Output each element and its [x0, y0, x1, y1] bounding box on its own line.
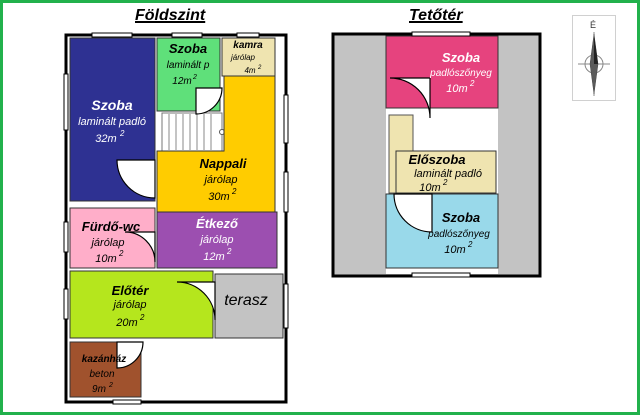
room-attic-szoba-top — [385, 35, 499, 109]
room-area: 12m — [203, 251, 224, 263]
room-floor: járólap — [111, 299, 146, 311]
room-floor: padlószőnyeg — [429, 68, 492, 79]
room-area: 10m — [444, 244, 465, 256]
room-name: Előtér — [112, 283, 150, 298]
room-area: 4m — [244, 66, 255, 75]
room-name: Előszoba — [408, 152, 465, 167]
north-label: É — [590, 20, 596, 30]
door-swing — [389, 77, 431, 119]
room-floor: beton — [89, 369, 114, 380]
stair-steps-ground — [168, 114, 212, 150]
area-unit-sup: 2 — [139, 313, 145, 322]
room-name: Fürdő-wc — [82, 219, 141, 234]
staircase-ground — [161, 112, 223, 152]
windows-ground — [63, 32, 289, 405]
room-floor: járólap — [230, 53, 256, 62]
area-unit-sup: 2 — [442, 178, 448, 187]
room-name: Szoba — [442, 50, 480, 65]
area-unit-sup: 2 — [119, 129, 125, 138]
room-floor: padlószőnyeg — [427, 229, 490, 240]
area-unit-sup: 2 — [257, 65, 262, 71]
room-area: 10m — [419, 182, 440, 194]
door-swing — [116, 341, 144, 369]
room-name: Szoba — [169, 41, 207, 56]
area-unit-sup: 2 — [118, 249, 124, 258]
door-swing — [116, 159, 156, 199]
door-swing — [195, 87, 223, 115]
room-area: 12m — [172, 76, 191, 87]
room-name: Nappali — [200, 156, 247, 171]
area-unit-sup: 2 — [226, 247, 232, 256]
door-swing — [176, 281, 216, 321]
compass-icon: É — [578, 20, 610, 96]
area-unit-sup: 2 — [467, 240, 473, 249]
room-floor: laminált p — [167, 60, 210, 71]
compass-rose: É — [572, 15, 616, 101]
room-attic-eloszoba — [395, 150, 497, 194]
room-name: kazánház — [82, 354, 126, 365]
room-name: Étkező — [196, 216, 239, 231]
terrace — [214, 273, 284, 339]
room-area: 20m — [115, 317, 137, 329]
room-name: Szoba — [91, 97, 132, 113]
area-unit-sup: 2 — [231, 187, 237, 196]
room-etkezo — [156, 211, 278, 269]
room-floor: járólap — [202, 174, 237, 186]
room-floor: járólap — [198, 234, 233, 246]
room-area: 10m — [95, 253, 116, 265]
room-area: 10m — [446, 83, 467, 95]
room-name: terasz — [224, 292, 268, 309]
room-area: 30m — [208, 191, 229, 203]
door-swing — [124, 231, 156, 263]
room-area: 32m — [95, 133, 116, 145]
area-unit-sup: 2 — [469, 79, 475, 88]
room-name: kamra — [233, 40, 263, 51]
room-floor: laminált padló — [414, 168, 482, 180]
ground-floor-title: Földszint — [135, 7, 206, 24]
room-furdo-wc — [69, 207, 156, 269]
room-floor: járólap — [89, 237, 124, 249]
room-area: 9m — [92, 384, 106, 395]
room-floor: laminált padló — [78, 116, 146, 128]
room-name: Szoba — [442, 210, 480, 225]
area-unit-sup: 2 — [108, 382, 113, 389]
door-swing — [393, 193, 433, 233]
windows-attic — [411, 31, 471, 278]
attic-title: Tetőtér — [409, 7, 463, 24]
area-unit-sup: 2 — [192, 74, 197, 81]
